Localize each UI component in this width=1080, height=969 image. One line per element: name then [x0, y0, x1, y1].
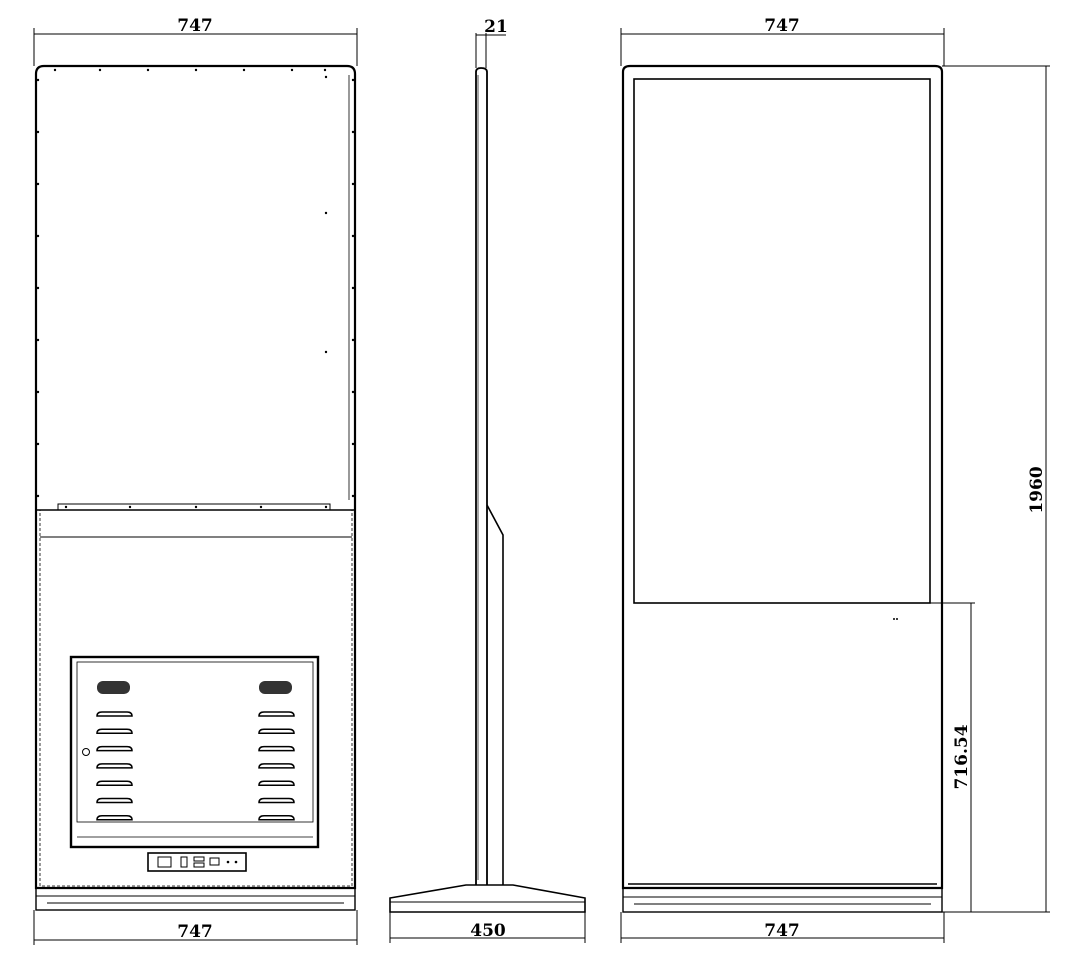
vent-slot [258, 763, 295, 769]
vent-slot [96, 745, 133, 752]
screw-hole [36, 130, 40, 134]
base [35, 887, 356, 911]
vent-slot [96, 763, 133, 769]
side-view: 21 450 [389, 17, 586, 943]
screw-hole [324, 75, 328, 79]
dim-label: 747 [764, 16, 800, 36]
screw-hole [128, 505, 132, 509]
vent-slots [96, 711, 295, 821]
dimension-top-width: 747 [33, 16, 358, 66]
screw-hole [351, 130, 355, 134]
screw-hole [36, 78, 40, 82]
vent-slot [258, 728, 295, 735]
lock-icon [82, 748, 90, 756]
screw-hole [351, 338, 355, 342]
rear-bracket [486, 504, 504, 885]
screw-hole [146, 68, 150, 72]
dim-label: 747 [764, 921, 800, 941]
screw-hole [323, 68, 327, 72]
vent-slot [258, 711, 295, 717]
panel-profile [475, 67, 488, 885]
screw-hole [351, 390, 355, 394]
dimension-depth: 21 [475, 17, 508, 68]
vent-slot [258, 815, 295, 821]
screw-hole [351, 234, 355, 238]
dim-label: 747 [177, 16, 213, 36]
screw-hole [36, 286, 40, 290]
dimension-screen-bottom-height: 716.54 [930, 602, 975, 912]
dim-label: 716.54 [952, 724, 972, 789]
display-screen [633, 78, 931, 604]
cabinet-outline [34, 64, 357, 890]
dim-label: 747 [177, 922, 213, 942]
screw-hole [324, 350, 328, 354]
screw-hole [324, 211, 328, 215]
screw-hole [53, 68, 57, 72]
speaker-grille-right [259, 681, 292, 694]
screw-hole [351, 494, 355, 498]
screw-hole [351, 182, 355, 186]
dim-label: 21 [484, 17, 508, 37]
dimension-top-width: 747 [620, 16, 945, 66]
screw-hole [98, 68, 102, 72]
dimension-bottom-width: 747 [620, 912, 945, 943]
vent-slot [96, 780, 133, 786]
dimension-base-depth: 450 [389, 912, 586, 943]
screw-hole [36, 390, 40, 394]
screw-hole [324, 505, 328, 509]
cabinet-outline [621, 64, 944, 890]
base [622, 887, 943, 913]
dim-label: 1960 [1027, 466, 1047, 513]
io-port-bar [147, 852, 247, 872]
vent-slot [96, 797, 133, 804]
vent-slot [258, 745, 295, 752]
vent-slot [258, 780, 295, 786]
rear-view: 747 [33, 16, 358, 945]
screw-hole [194, 68, 198, 72]
service-panel [69, 655, 320, 849]
screw-hole [36, 234, 40, 238]
vent-slot [96, 728, 133, 735]
front-screen-view: 747 1960 716.54 747 [620, 16, 1050, 943]
screw-hole [194, 505, 198, 509]
screw-hole [36, 442, 40, 446]
speaker-grille-left [97, 681, 130, 694]
vent-slot [258, 797, 295, 804]
screw-hole [259, 505, 263, 509]
screw-hole [36, 182, 40, 186]
screw-holes [36, 68, 355, 509]
screw-hole [351, 286, 355, 290]
screw-hole [290, 68, 294, 72]
dimension-bottom-width: 747 [33, 910, 358, 945]
screw-hole [242, 68, 246, 72]
screw-hole [351, 442, 355, 446]
vent-slot [96, 711, 133, 717]
dim-label: 450 [470, 921, 506, 941]
screw-hole [64, 505, 68, 509]
screw-hole [36, 338, 40, 342]
vent-slot [96, 815, 133, 821]
dimension-total-height: 1960 [942, 65, 1050, 913]
screw-hole [351, 78, 355, 82]
screw-hole [36, 494, 40, 498]
foot [389, 884, 586, 913]
